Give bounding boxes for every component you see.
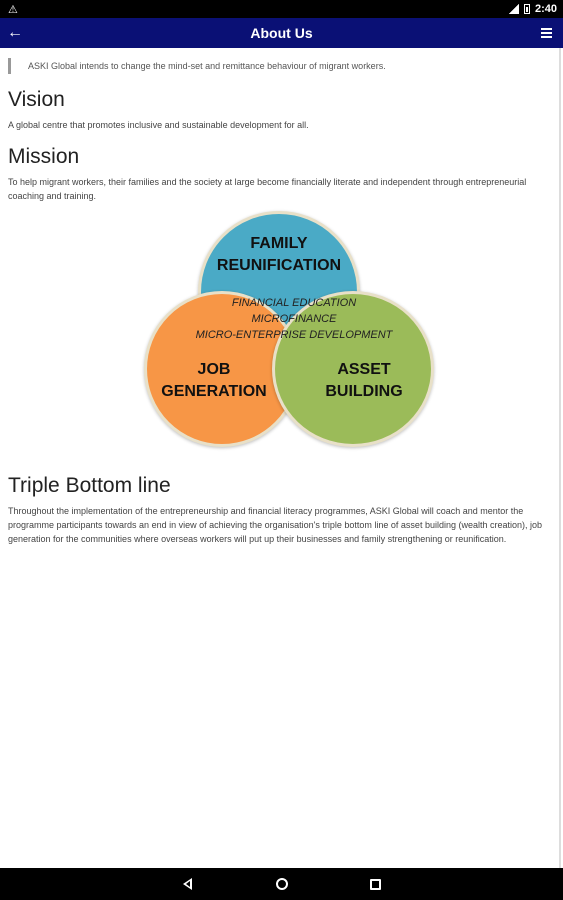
intro-quote: ASKI Global intends to change the mind-s… — [8, 58, 555, 74]
page-title: About Us — [250, 25, 313, 41]
vision-text: A global centre that promotes inclusive … — [8, 120, 309, 130]
job-label-line: GENERATION — [161, 383, 267, 400]
mission-text: To help migrant workers, their families … — [8, 177, 527, 201]
asset-label-line: BUILDING — [325, 383, 403, 400]
app-bar: ← About Us — [0, 18, 563, 48]
center-overlap-text: FINANCIAL EDUCATION MICROFINANCE MICRO-E… — [174, 295, 414, 343]
asset-circle — [272, 291, 434, 447]
scrollbar[interactable] — [559, 48, 561, 868]
family-label: FAMILY REUNIFICATION — [214, 233, 344, 277]
family-label-line: REUNIFICATION — [216, 257, 342, 274]
status-time: 2:40 — [534, 3, 557, 15]
triple-heading: Triple Bottom line — [8, 474, 171, 497]
no-signal-icon — [508, 4, 519, 14]
home-circle-icon[interactable] — [274, 876, 290, 892]
hamburger-menu-icon[interactable] — [535, 22, 557, 44]
back-triangle-icon[interactable] — [180, 876, 196, 892]
center-line: MICROFINANCE — [251, 313, 337, 325]
triple-text: Throughout the implementation of the ent… — [8, 506, 543, 544]
recents-square-icon[interactable] — [368, 876, 384, 892]
center-line: MICRO-ENTERPRISE DEVELOPMENT — [195, 329, 393, 341]
status-icons: 2:40 — [508, 3, 557, 15]
arrow-left-icon[interactable]: ← — [7, 24, 23, 41]
job-label: JOB GENERATION — [154, 359, 274, 403]
mission-heading: Mission — [8, 145, 80, 168]
job-label-line: JOB — [197, 361, 231, 378]
family-label-line: FAMILY — [250, 235, 308, 252]
battery-icon — [523, 4, 530, 14]
warning-icon: ⚠ — [8, 3, 18, 16]
asset-label-line: ASSET — [337, 361, 391, 378]
about-content[interactable]: ASKI Global intends to change the mind-s… — [0, 48, 563, 868]
center-line: FINANCIAL EDUCATION — [231, 297, 357, 309]
vision-heading: Vision — [8, 88, 65, 111]
asset-label: ASSET BUILDING — [304, 359, 424, 403]
status-bar: ⚠ 2:40 — [0, 0, 563, 18]
system-nav-bar — [0, 868, 563, 900]
venn-diagram: FAMILY REUNIFICATION JOB GENERATION ASSE… — [134, 211, 434, 456]
